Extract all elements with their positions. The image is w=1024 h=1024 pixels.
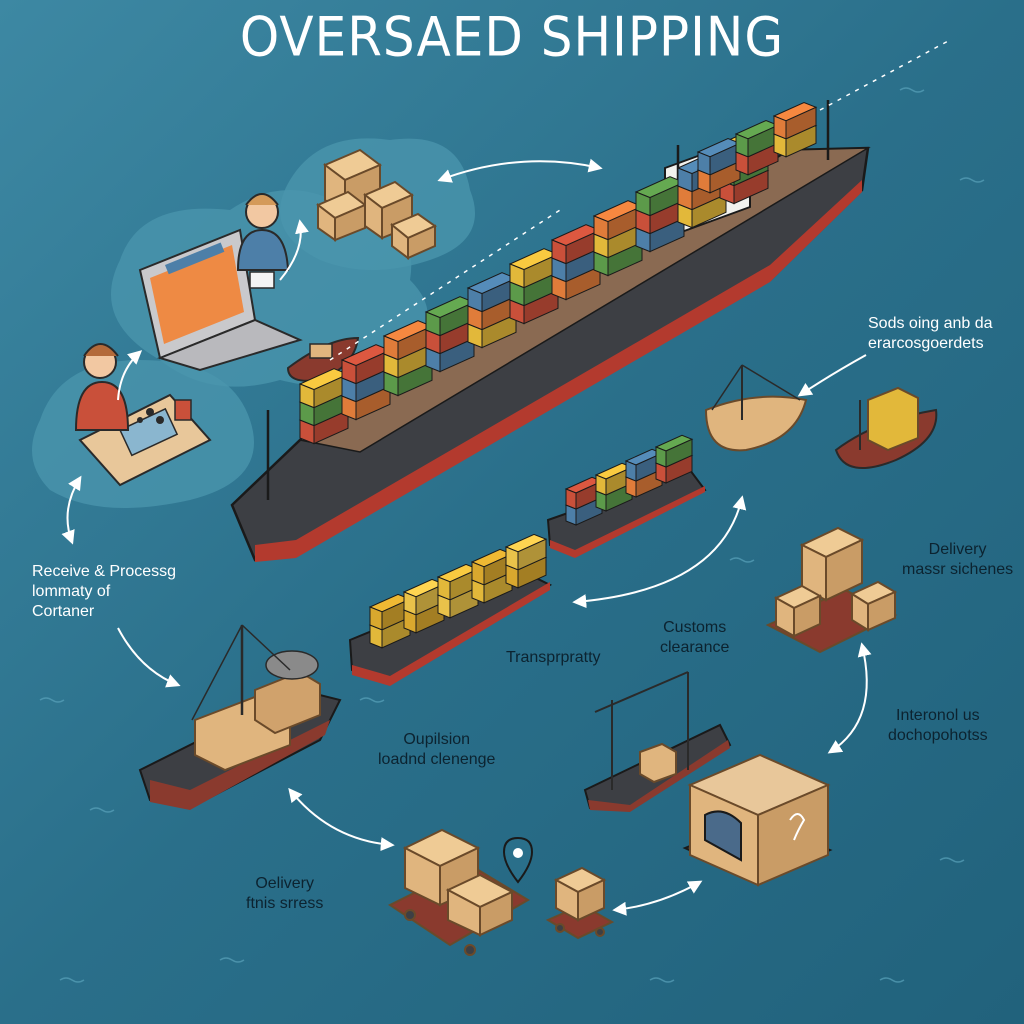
arrow-barge-customs <box>572 495 747 609</box>
arrow-laptop-boxes <box>279 219 309 281</box>
label-line: Customs <box>663 619 727 636</box>
arrow-sods-boat <box>797 354 867 397</box>
arrow-delivery-warehouse <box>827 642 872 754</box>
label-line: clearance <box>660 639 730 656</box>
yellow-container-barge <box>348 533 553 686</box>
label-line: loadnd clenenge <box>378 751 496 768</box>
label-line: Delivery <box>928 541 987 558</box>
container-block <box>565 488 577 510</box>
arrow-ship-pallet <box>288 787 395 852</box>
label-line: dochopohotss <box>888 727 988 744</box>
container-block <box>625 460 637 482</box>
label-line: Cortaner <box>32 603 95 620</box>
person-at-desk <box>74 343 130 431</box>
container-ship <box>230 100 871 562</box>
label-oupilsion: Oupilsion loadnd clenenge <box>378 730 495 770</box>
warehouse-boxes <box>316 148 438 260</box>
pallet-boxes-right <box>765 526 898 654</box>
arrow-cart-warehouse <box>612 880 703 916</box>
label-sods: Sods oing anb da erarcosgoerdets <box>868 314 993 354</box>
sail-boat-right <box>704 364 808 452</box>
label-delivery-bottom: Oelivery ftnis srress <box>246 874 323 914</box>
label-line: Sods oing anb da <box>868 315 993 332</box>
label-line: Oelivery <box>255 875 315 892</box>
arrow-warehouse-ship <box>437 158 603 183</box>
left-cargo-ship <box>138 624 342 810</box>
label-delivery-top: Delivery massr sichenes <box>902 540 1013 580</box>
right-cargo-ship <box>583 671 732 812</box>
label-line: Oupilsion <box>403 731 471 748</box>
label-transport: Transprpratty <box>506 648 601 668</box>
cart-box <box>545 866 615 940</box>
label-interonol: Interonol us dochopohotss <box>888 706 988 746</box>
pallet-boxes-bottom <box>388 828 530 956</box>
label-receive-process: Receive & Processg lommaty of Cortaner <box>32 562 176 622</box>
warehouse <box>682 753 833 887</box>
location-pin-icon <box>502 836 534 884</box>
page-title: OVERSAED SHIPPING <box>239 5 785 69</box>
dashed-route-top <box>819 39 951 111</box>
container-block <box>655 446 667 468</box>
label-line: lommaty of <box>32 583 111 600</box>
label-line: Transprpratty <box>506 649 601 666</box>
container-block <box>665 438 693 468</box>
laptop <box>138 228 303 372</box>
label-customs-clearance: Customs clearance <box>660 618 729 658</box>
arrow-desk-laptop <box>117 350 143 401</box>
container-block <box>517 538 547 571</box>
desk <box>78 393 212 487</box>
label-line: ftnis srress <box>246 895 324 912</box>
label-line: erarcosgoerdets <box>868 335 984 352</box>
arrow-desk-receive <box>61 475 82 545</box>
container-block <box>595 474 607 496</box>
container-block <box>785 106 817 140</box>
cargo-boat-right <box>834 386 938 469</box>
person-at-laptop <box>236 193 290 289</box>
label-line: Receive & Processg <box>32 563 177 580</box>
arrow-receive-ship <box>117 627 181 688</box>
flow-arrows <box>61 39 951 916</box>
label-line: massr sichenes <box>902 561 1014 578</box>
label-line: Interonol us <box>896 707 980 724</box>
